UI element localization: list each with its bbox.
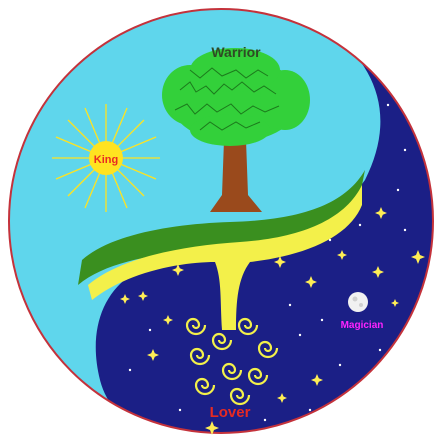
label-king: King	[94, 154, 118, 166]
moon	[348, 292, 368, 312]
label-warrior: Warrior	[211, 44, 261, 60]
label-lover: Lover	[210, 404, 251, 421]
label-magician: Magician	[341, 320, 384, 331]
